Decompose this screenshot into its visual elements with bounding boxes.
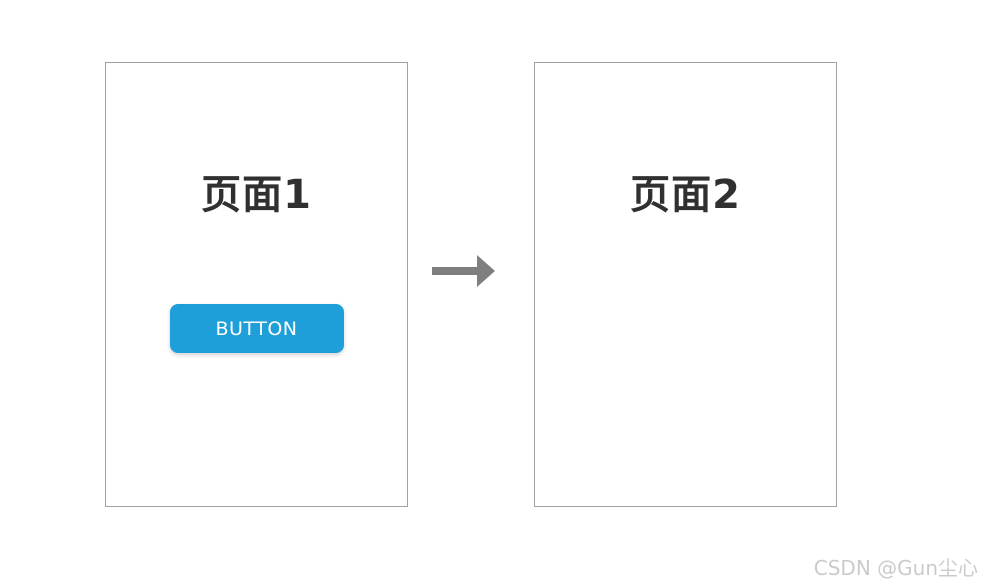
page1-frame: 页面1 BUTTON [105,62,408,507]
page2-frame: 页面2 [534,62,837,507]
watermark: CSDN @Gun尘心 [813,556,978,580]
right-arrow-icon [432,255,495,287]
page1-title: 页面1 [201,172,312,218]
page2-title: 页面2 [630,172,741,218]
button[interactable]: BUTTON [169,304,344,353]
